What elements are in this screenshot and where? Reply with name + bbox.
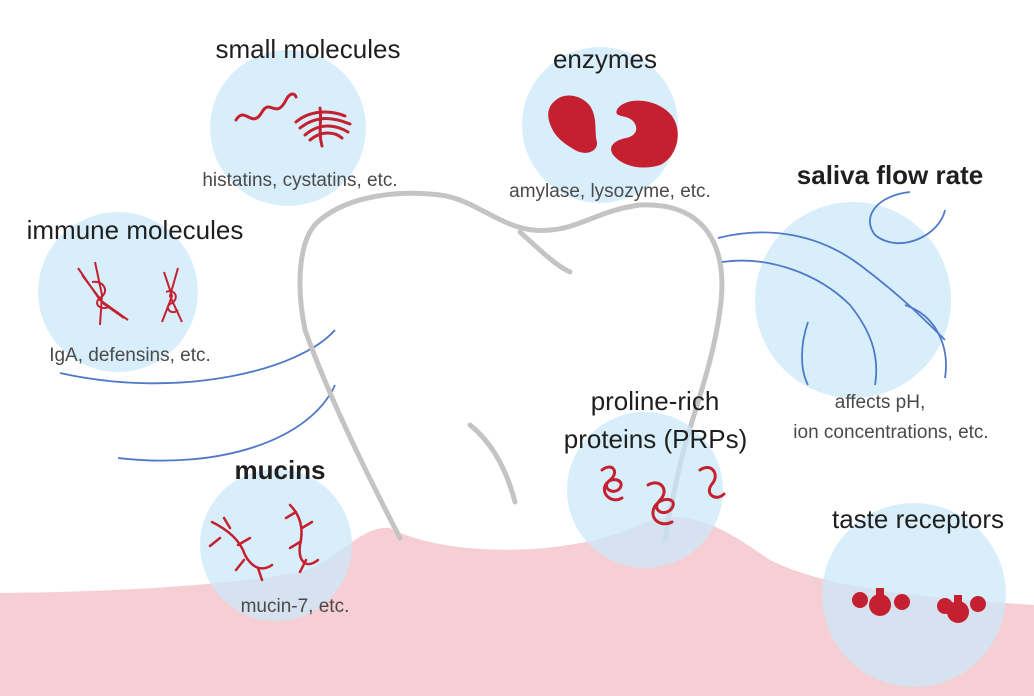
mucins-title: mucins xyxy=(234,455,326,485)
flow-swirl-icon xyxy=(717,191,947,386)
immune-molecules-subtitle: IgA, defensins, etc. xyxy=(49,345,211,366)
prps-title-line1: proline-rich xyxy=(590,386,720,416)
tooth xyxy=(297,190,725,543)
branched-mucin-icon xyxy=(208,503,320,582)
bubble-prps xyxy=(567,412,723,568)
bubble-taste xyxy=(822,503,1006,687)
small-molecules-title: small molecules xyxy=(215,34,401,64)
enzyme-blob-icon xyxy=(548,95,678,168)
saliva-flow-title: saliva flow rate xyxy=(796,160,984,190)
protein-coil-icon xyxy=(600,465,726,526)
taste-receptors-title: taste receptors xyxy=(832,504,1004,534)
small-molecules-subtitle: histatins, cystatins, etc. xyxy=(202,170,398,191)
enzymes-title: enzymes xyxy=(552,44,658,74)
bubble-mucins xyxy=(200,469,352,621)
antibody-icon xyxy=(77,261,183,326)
coiled-peptide-icon xyxy=(234,92,352,148)
enzymes-subtitle: amylase, lysozyme, etc. xyxy=(509,181,711,202)
immune-molecules-title: immune molecules xyxy=(26,215,244,245)
flow-lines-left xyxy=(59,329,336,462)
gum-tissue xyxy=(0,517,1034,696)
bubble-saliva-flow xyxy=(755,202,951,398)
saliva-flow-subtitle-1: affects pH, xyxy=(834,392,926,413)
bubble-small-molecules xyxy=(210,50,366,206)
receptor-icon xyxy=(852,588,986,623)
saliva-flow-subtitle-2: ion concentrations, etc. xyxy=(793,422,989,443)
mucins-subtitle: mucin-7, etc. xyxy=(240,596,350,617)
bubbles xyxy=(38,47,1006,687)
prps-title-line2: proteins (PRPs) xyxy=(563,424,748,454)
bubble-immune xyxy=(38,212,198,372)
